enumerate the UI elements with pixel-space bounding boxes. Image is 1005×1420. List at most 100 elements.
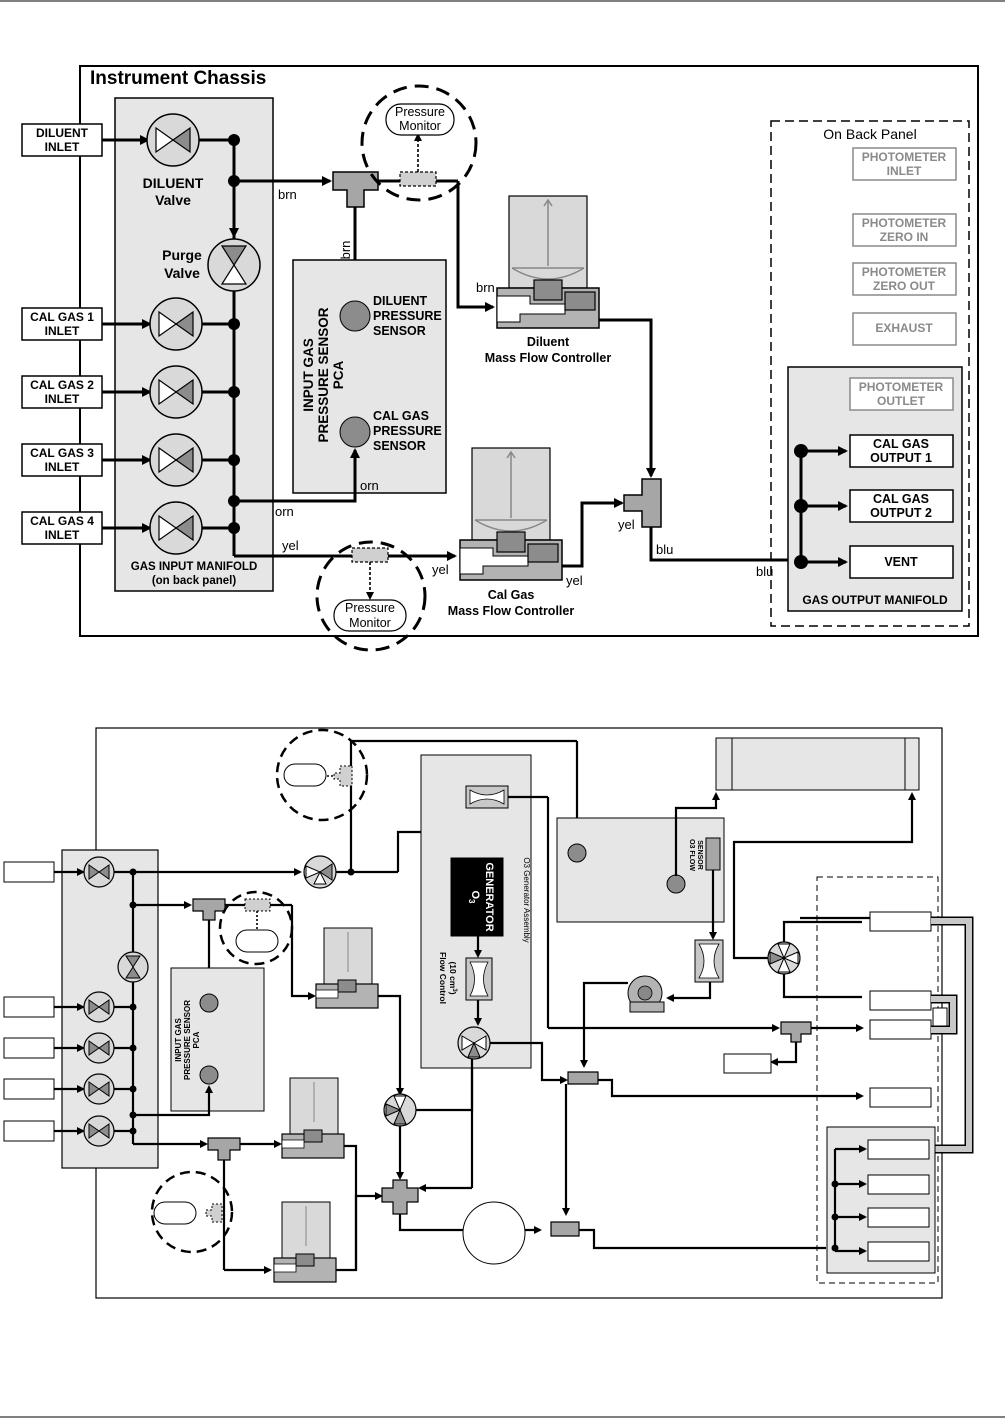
bottom-diluent-mfc [315, 927, 379, 1009]
o3-flow-sensor-line1: O3 FLOW [688, 839, 695, 871]
bottom-pca-line2: PRESSURE SENSOR [183, 1000, 192, 1080]
photometer-zero-in-line1: PHOTOMETER [862, 216, 947, 230]
mixing-tee [623, 478, 662, 528]
bottom-sensor-pca [556, 817, 725, 923]
manifold-label-1: GAS INPUT MANIFOLD [131, 561, 258, 573]
exhaust-label: EXHAUST [875, 321, 933, 335]
calgas1-inlet-line2: INLET [45, 324, 80, 338]
pressure-tee-bottom [351, 547, 389, 563]
pressure-tee-top [399, 171, 437, 187]
calgas1-valve-icon [149, 297, 203, 351]
bottom-calgas-mfc-2 [273, 1201, 337, 1283]
calgas2-valve-icon [149, 365, 203, 419]
photometer-inlet-line2: INLET [887, 164, 922, 178]
calgas2-inlet-box [21, 375, 103, 409]
blu-label-2: blu [756, 564, 773, 579]
pressure-monitor-bottom-line1: Pressure [345, 601, 395, 615]
bottom-reaction-chamber [462, 1201, 526, 1265]
bottom-3way-valve-2 [383, 1093, 417, 1127]
purge-valve-label-2: Valve [164, 265, 200, 281]
output1-line1: CAL GAS [873, 437, 929, 451]
calgas4-inlet-line2: INLET [45, 528, 80, 542]
calgas3-inlet-line1: CAL GAS 3 [30, 446, 94, 460]
inlet-boxes: DILUENT INLET CAL GAS 1 INLET CAL GAS 2 … [21, 123, 103, 545]
diluent-inlet-box [21, 123, 103, 157]
orn-label-1: orn [275, 504, 294, 519]
vent-port [849, 545, 954, 579]
bottom-inlet-2 [3, 996, 55, 1018]
calgas2-inlet-line1: CAL GAS 2 [30, 378, 94, 392]
photometer-zero-in-line2: ZERO IN [880, 230, 929, 244]
pca-label-3: PCA [331, 361, 346, 390]
chassis-title: Instrument Chassis [90, 68, 266, 89]
pca-label-1: INPUT GAS [301, 338, 316, 412]
yel-label-2: yel [432, 562, 449, 577]
diluent-inlet-line1: DILUENT [36, 126, 89, 140]
o3-gen-line1: O3 [467, 890, 481, 904]
diluent-valve-label-2: Valve [155, 192, 191, 208]
yel-label-3: yel [566, 573, 583, 588]
diluent-sensor-line2: PRESSURE [373, 309, 442, 323]
back-panel-title: On Back Panel [823, 126, 916, 142]
photometer-outlet-port [849, 377, 954, 411]
diluent-tee [332, 171, 379, 208]
calgas-mfc-label-2: Mass Flow Controller [448, 604, 575, 618]
bottom-3way-valve-3 [457, 1026, 491, 1060]
top-diagram: Instrument Chassis GAS INPUT MANIFOLD (o… [21, 65, 979, 652]
photometer-outlet-line1: PHOTOMETER [859, 380, 944, 394]
brn-label-2: brn [338, 241, 353, 260]
bottom-inlet-4 [3, 1078, 55, 1100]
pressure-monitor-top-line1: Pressure [395, 105, 445, 119]
calgas4-inlet-line1: CAL GAS 4 [30, 514, 94, 528]
o3-flow-sensor-line2: SENSOR [696, 840, 703, 870]
calgas3-inlet-box [21, 443, 103, 477]
brn-label-3: brn [476, 280, 495, 295]
diluent-pressure-sensor [339, 300, 371, 332]
o3-assembly-label: O3 Generator Assembly [522, 857, 531, 942]
photometer-inlet-port [852, 147, 957, 181]
pressure-monitor-ring-bottom [315, 540, 427, 652]
o3-gen-line2: GENERATOR [483, 862, 495, 931]
pressure-monitor-bottom [333, 599, 407, 632]
calgas2-inlet-line2: INLET [45, 392, 80, 406]
cal-gas-output-2 [849, 489, 954, 523]
diluent-mfc-label-1: Diluent [527, 335, 570, 349]
manifold-label-2: (on back panel) [152, 575, 237, 587]
bottom-diagram: INPUT GAS PRESSURE SENSOR PCA [3, 727, 974, 1299]
yel-label-4: yel [618, 517, 635, 532]
bottom-pca-line1: INPUT GAS [174, 1018, 183, 1062]
diluent-mfc-label-2: Mass Flow Controller [485, 351, 612, 365]
bottom-inlet-1 [3, 861, 55, 883]
bottom-back-panel-region [816, 876, 939, 1284]
back-panel-region [770, 120, 970, 627]
calgas3-inlet-line2: INLET [45, 460, 80, 474]
pressure-monitor-top-line2: Monitor [399, 119, 441, 133]
purge-valve-label-1: Purge [162, 247, 202, 263]
bottom-pressure-ring-1 [275, 728, 369, 822]
calgas-mfc-icon [459, 447, 563, 581]
diluent-mfc-icon [496, 195, 600, 329]
calgas-pressure-sensor [339, 416, 371, 448]
calgas4-valve-icon [149, 501, 203, 555]
output1-line2: OUTPUT 1 [870, 451, 932, 465]
calgas-sensor-line2: PRESSURE [373, 424, 442, 438]
diluent-valve-label-1: DILUENT [143, 175, 204, 191]
photometer-inlet-line1: PHOTOMETER [862, 150, 947, 164]
photometer-zero-in-port [852, 213, 957, 247]
bottom-cross-fitting [381, 1179, 419, 1215]
flow-control-line1: Flow Control [438, 952, 448, 1004]
bottom-3way-valve-1 [303, 855, 337, 889]
photometer-outlet-line2: OUTLET [877, 394, 926, 408]
photometer-zero-out-line2: ZERO OUT [873, 279, 936, 293]
output-manifold-label: GAS OUTPUT MANIFOLD [802, 593, 948, 607]
diluent-valve-icon [146, 113, 200, 167]
flow-control-line2: (10 cm3) [448, 961, 458, 994]
purge-valve-icon [207, 238, 261, 292]
photometer-zero-out-line1: PHOTOMETER [862, 265, 947, 279]
bottom-inlet-3 [3, 1037, 55, 1059]
input-gas-pressure-sensor-pca [292, 259, 447, 494]
photometer-zero-out-port [852, 262, 957, 296]
vent-label: VENT [884, 555, 918, 569]
bottom-inlet-5 [3, 1120, 55, 1142]
